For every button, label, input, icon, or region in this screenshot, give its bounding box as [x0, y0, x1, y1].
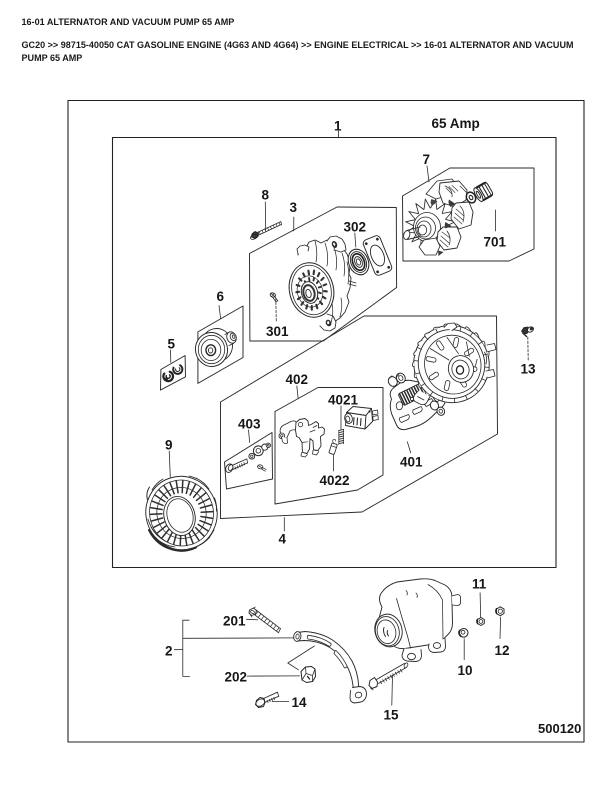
svg-text:7: 7: [423, 152, 431, 167]
svg-text:201: 201: [223, 614, 246, 629]
svg-text:13: 13: [521, 362, 537, 377]
svg-text:3: 3: [290, 200, 298, 215]
svg-text:10: 10: [458, 663, 473, 678]
svg-text:9: 9: [165, 438, 173, 453]
svg-text:2: 2: [165, 644, 173, 659]
svg-text:4022: 4022: [320, 473, 350, 488]
svg-text:302: 302: [344, 220, 367, 235]
svg-text:8: 8: [262, 188, 270, 203]
svg-text:1: 1: [334, 119, 342, 134]
svg-text:12: 12: [495, 643, 510, 658]
svg-text:6: 6: [217, 289, 225, 304]
svg-text:4021: 4021: [328, 393, 359, 408]
svg-text:11: 11: [472, 577, 487, 592]
svg-text:5: 5: [168, 337, 176, 352]
svg-text:14: 14: [292, 695, 308, 710]
svg-text:701: 701: [484, 235, 507, 250]
svg-text:402: 402: [286, 372, 309, 387]
svg-text:401: 401: [400, 455, 423, 470]
svg-text:500120: 500120: [538, 721, 581, 736]
svg-text:403: 403: [238, 417, 261, 432]
svg-text:301: 301: [266, 324, 289, 339]
svg-text:4: 4: [279, 532, 287, 547]
svg-text:15: 15: [384, 708, 400, 723]
svg-text:202: 202: [225, 670, 248, 685]
svg-text:65 Amp: 65 Amp: [432, 116, 480, 131]
